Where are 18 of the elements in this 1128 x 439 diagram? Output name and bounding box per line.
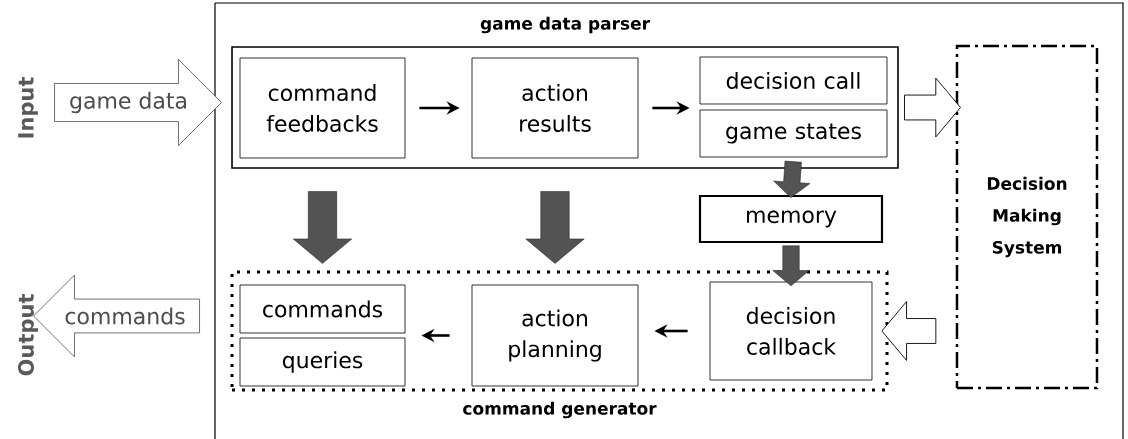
memory-box: memory [698,194,884,244]
system-box: Decision Making System [955,44,1099,390]
process-box: game states [699,109,888,158]
box-heading: command generator [463,401,657,419]
process-box: action results [471,57,639,159]
shaded-arrow [293,191,352,264]
process-box: decision callback [709,281,873,381]
process-box: queries [239,337,406,387]
shaded-arrow [773,160,811,198]
block-arrow [881,301,937,361]
process-box: decision call [699,56,888,105]
block-arrow [904,77,961,138]
process-box: command feedbacks [239,57,406,159]
shaded-arrow [525,191,585,264]
shaded-arrow [772,245,810,287]
process-box: commands [239,284,406,334]
process-box: action planning [471,284,639,387]
box-heading: game data parser [480,16,650,34]
